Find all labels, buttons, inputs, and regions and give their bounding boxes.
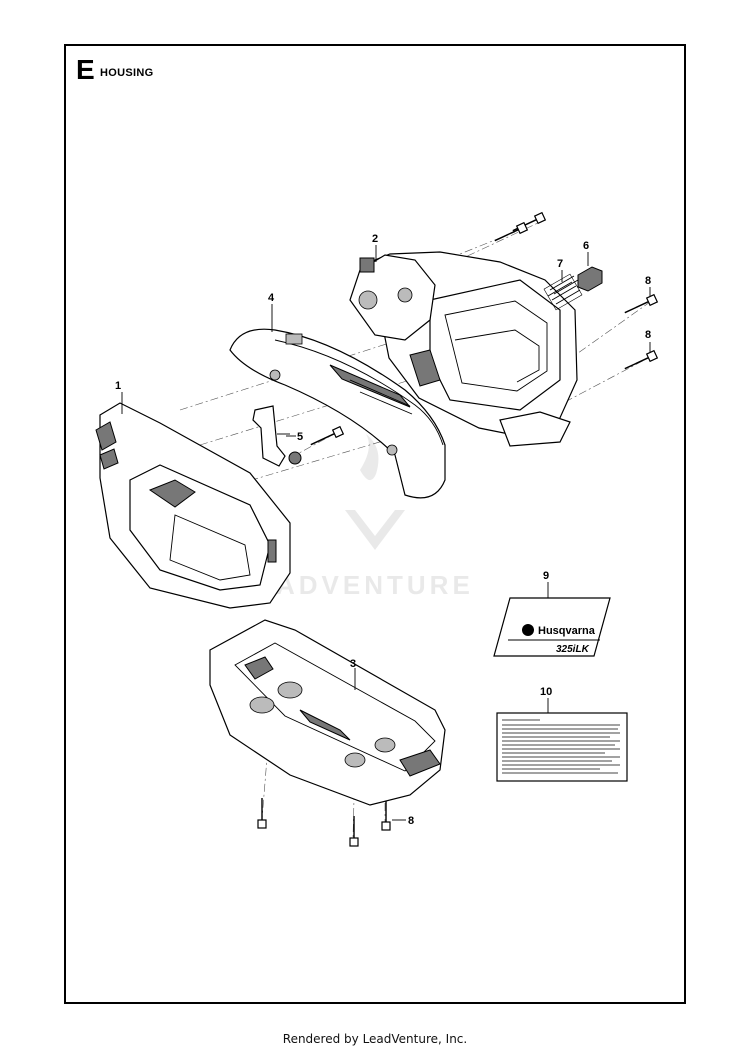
screws — [257, 211, 659, 847]
callout-10: 10 — [540, 686, 552, 698]
callout-6: 6 — [583, 240, 589, 252]
footer-credit: Rendered by LeadVenture, Inc. — [282, 1032, 468, 1046]
callout-8-lower: 8 — [408, 815, 414, 827]
section-title: HOUSING — [100, 67, 154, 79]
watermark-v-icon — [345, 510, 405, 550]
part-3-bottom-cover — [209, 619, 446, 806]
watermark: ADVENTURE — [276, 434, 474, 600]
callout-5: 5 — [297, 431, 303, 443]
callout-8-middle: 8 — [645, 329, 651, 341]
diagram-frame — [64, 44, 686, 1004]
decal-brand: Husqvarna — [538, 625, 596, 637]
callout-1: 1 — [115, 380, 121, 392]
callout-4: 4 — [268, 292, 275, 304]
part-7-spring — [543, 270, 583, 311]
part-4-handle — [229, 304, 446, 499]
part-1-front-housing — [95, 392, 291, 609]
callout-8-upper: 8 — [645, 275, 651, 287]
callout-7: 7 — [557, 258, 563, 270]
watermark-flame-icon — [360, 434, 379, 481]
part-9-decal: Husqvarna 325iLK — [493, 582, 611, 657]
part-6-latch — [577, 252, 603, 292]
watermark-text: ADVENTURE — [276, 570, 474, 600]
part-2-rear-housing — [349, 245, 578, 447]
callout-3: 3 — [350, 658, 356, 670]
section-letter: E — [76, 54, 95, 85]
part-10-warning-label — [496, 698, 628, 782]
decal-model: 325iLK — [556, 644, 590, 655]
callout-9: 9 — [543, 570, 549, 582]
callout-labels: 1 2 3 4 5 6 7 8 8 8 9 10 — [115, 233, 651, 827]
part-5-bracket — [252, 405, 302, 467]
husqvarna-crown-icon — [522, 624, 534, 636]
callout-2: 2 — [372, 233, 378, 245]
